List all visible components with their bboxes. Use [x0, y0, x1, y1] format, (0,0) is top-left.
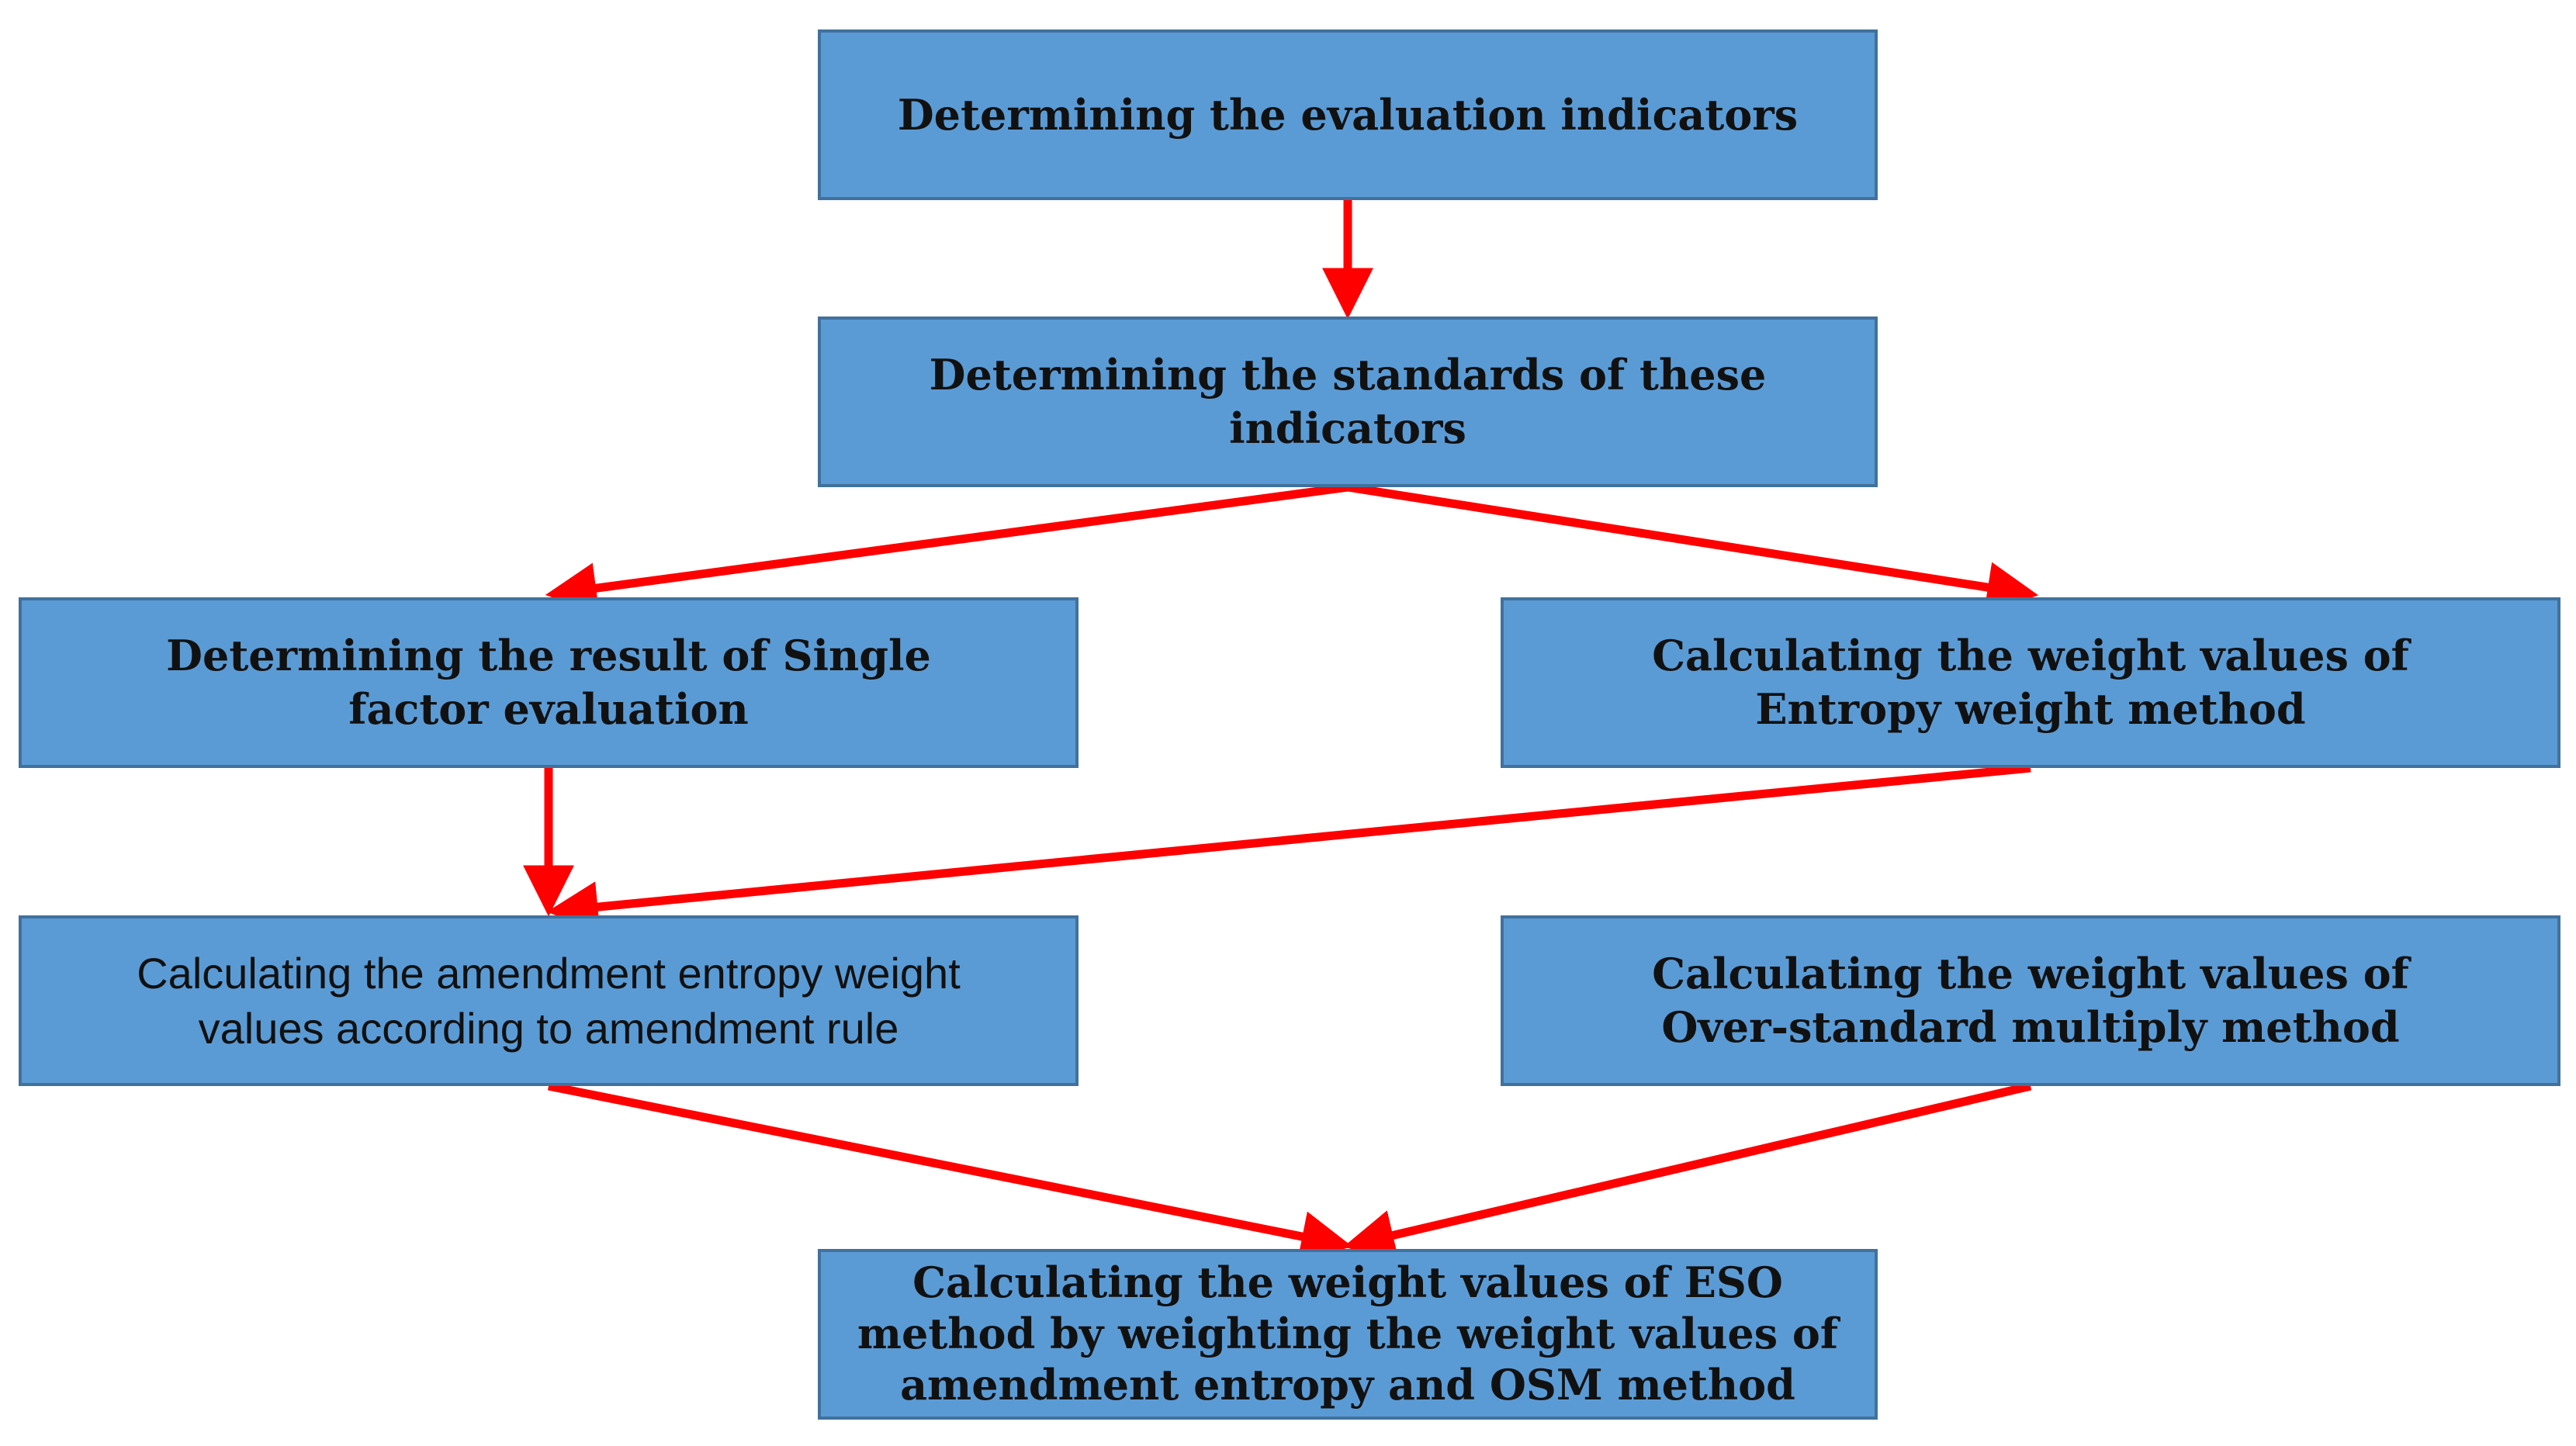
- box-over-standard-multiply-method: Calculating the weight values of Over-st…: [1501, 915, 2560, 1086]
- box-indicator-standards: Determining the standards of these indic…: [818, 317, 1878, 487]
- arrow-4-to-5: [546, 763, 2031, 932]
- arrow-6-to-7: [1343, 1081, 2032, 1261]
- box-evaluation-indicators-label: Determining the evaluation indicators: [897, 89, 1799, 140]
- arrow-5-to-7: [547, 1081, 1353, 1262]
- box-evaluation-indicators: Determining the evaluation indicators: [818, 29, 1878, 200]
- arrow-2-to-3: [545, 483, 1349, 614]
- box-indicator-standards-label: Determining the standards of these indic…: [929, 350, 1767, 453]
- box-single-factor-evaluation: Determining the result of Single factor …: [19, 597, 1079, 768]
- box-over-standard-multiply-method-label: Calculating the weight values of Over-st…: [1652, 949, 2409, 1052]
- box-eso-method: Calculating the weight values of ESO met…: [818, 1249, 1878, 1420]
- box-entropy-weight-method: Calculating the weight values of Entropy…: [1501, 597, 2560, 768]
- box-amendment-entropy-weight: Calculating the amendment entropy weight…: [19, 915, 1079, 1086]
- box-entropy-weight-method-label: Calculating the weight values of Entropy…: [1652, 631, 2409, 734]
- box-single-factor-evaluation-label: Determining the result of Single factor …: [166, 631, 931, 734]
- box-eso-method-label: Calculating the weight values of ESO met…: [857, 1257, 1839, 1410]
- arrow-2-to-4: [1347, 483, 2039, 613]
- box-amendment-entropy-weight-label: Calculating the amendment entropy weight…: [137, 948, 961, 1053]
